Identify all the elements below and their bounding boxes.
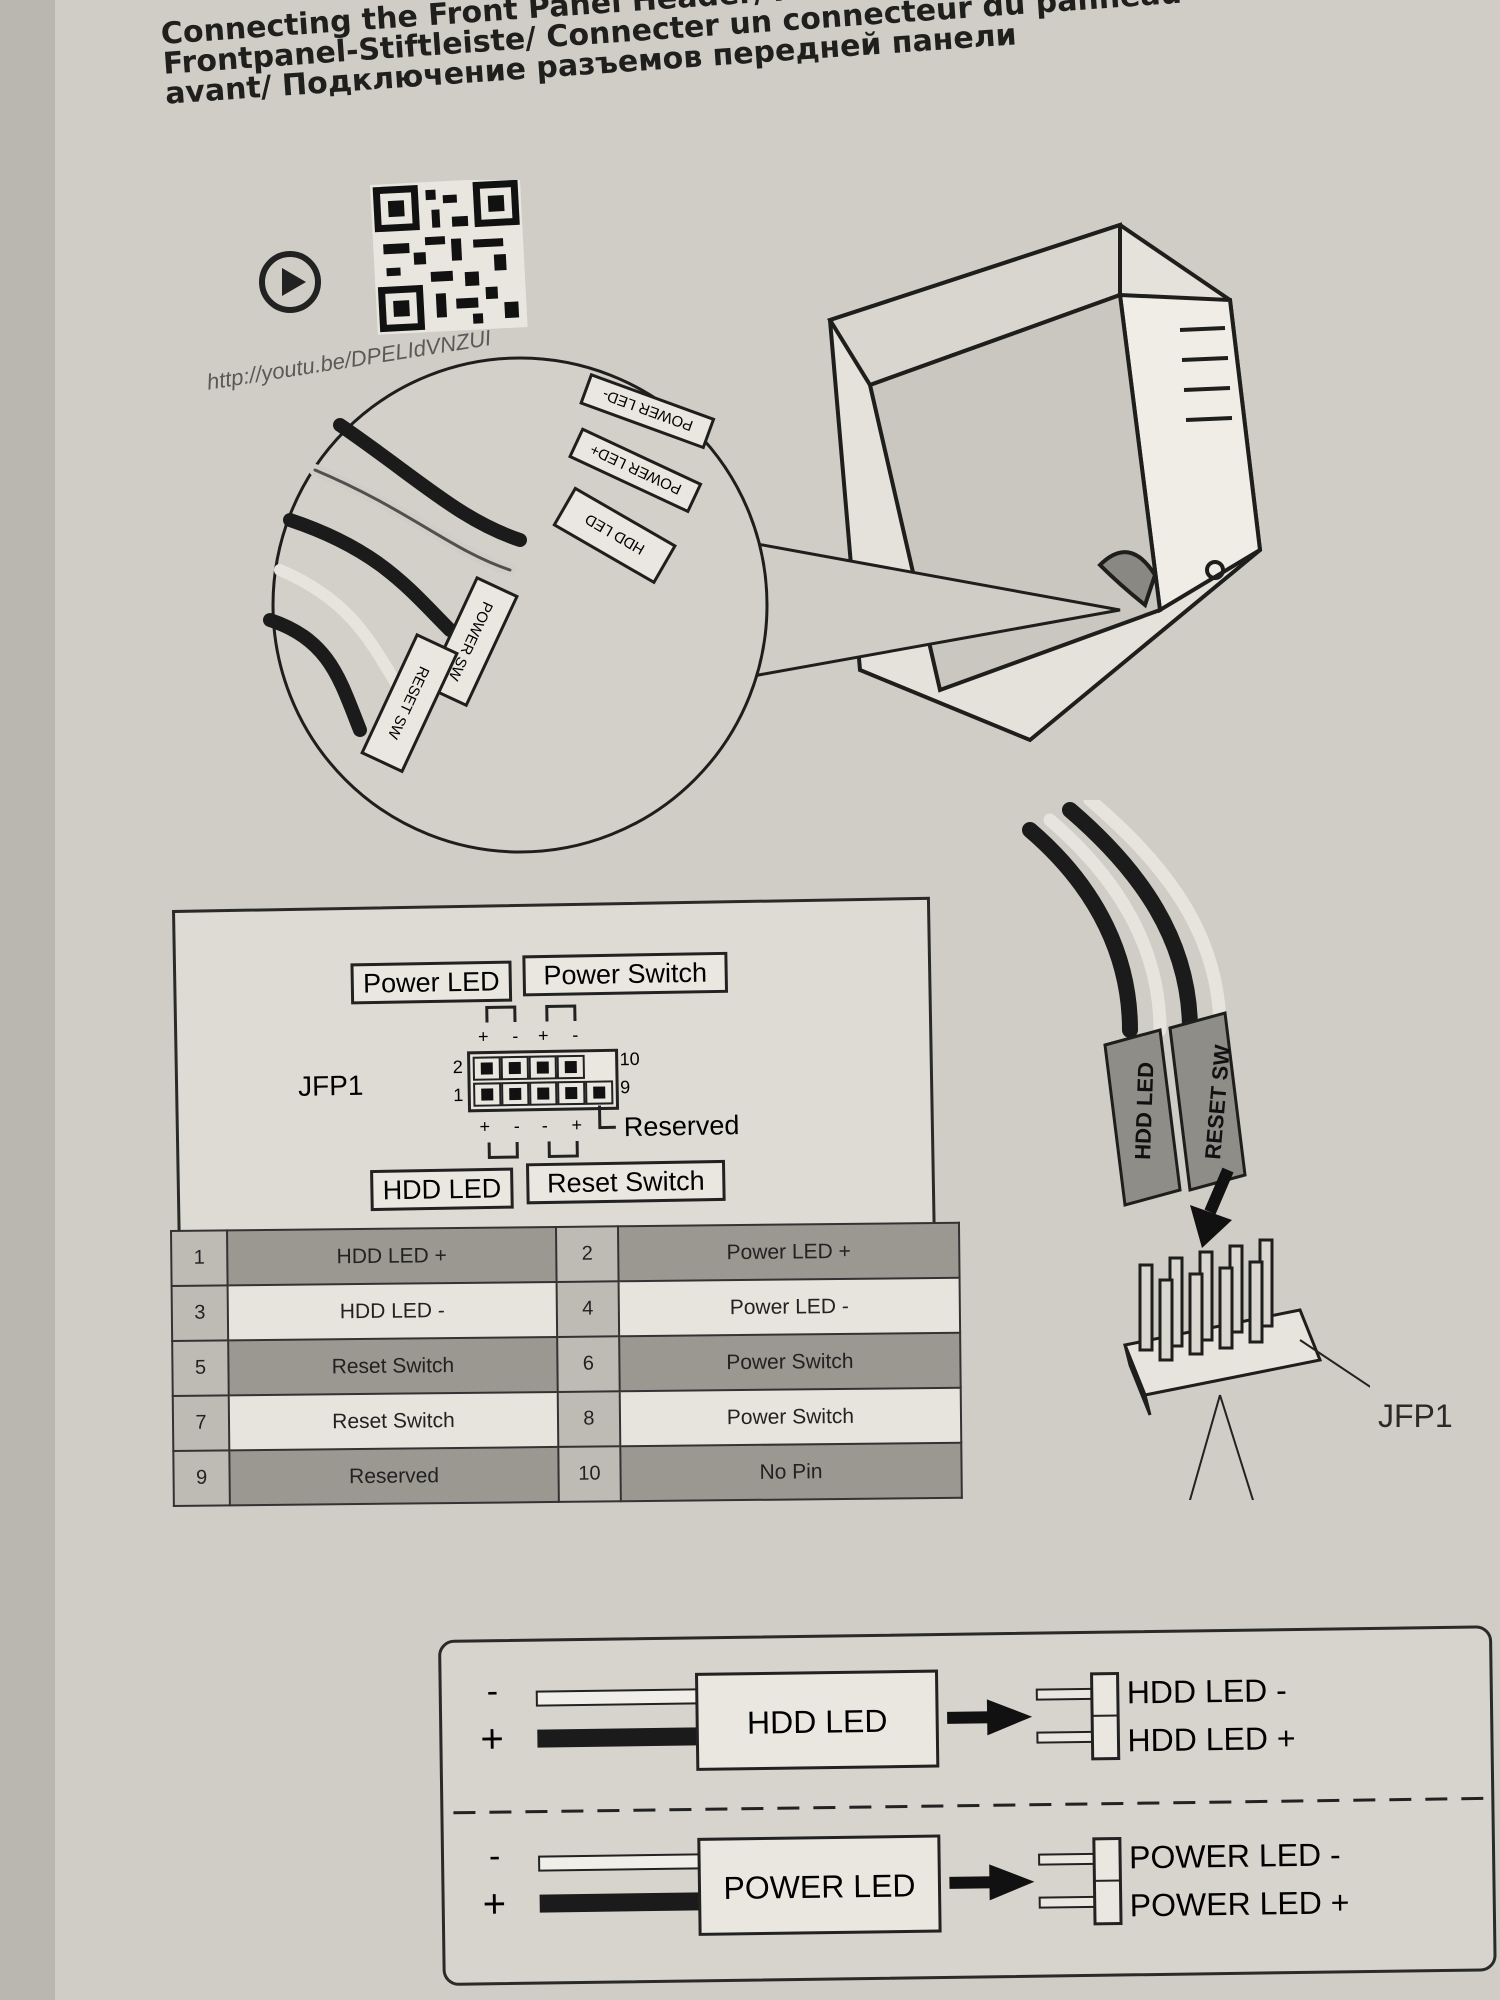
pin-label-hdd-led-plus: HDD LED + [1127,1720,1296,1758]
jfp1-diagram-label: JFP1 [298,1070,364,1102]
minus-sign: - [489,1837,501,1875]
pin-number-9: 9 [620,1077,630,1097]
label-reset-switch-box: Reset Switch [547,1166,705,1199]
pin-number-cell: 4 [556,1281,620,1337]
hdd-led-connector-box: HDD LED [747,1703,888,1741]
signal-cell: HDD LED + [227,1226,557,1286]
label-hdd-led-box: HDD LED [382,1173,501,1205]
pin-number-cell: 8 [557,1391,621,1447]
header-cable-illustration: HDD LED RESET SW [1022,800,1370,1500]
pin-number-2: 2 [453,1057,463,1077]
table-row: 3 HDD LED - 4 Power LED - [171,1277,961,1341]
power-led-wiring: - + POWER LED POWER LED - POWER LED + [482,1834,1350,1936]
pin-number-10: 10 [619,1049,639,1069]
adjacent-page-edge [0,0,55,2000]
led-polarity-diagram: - + HDD LED HDD LED - HDD LED + - + POWE… [453,1669,1484,1936]
video-link-graphic[interactable] [250,180,550,360]
pin-number-cell: 5 [172,1340,229,1396]
label-power-switch-box: Power Switch [543,958,707,991]
signal-cell: No Pin [620,1442,962,1502]
pin-number-cell: 9 [173,1450,230,1506]
table-row: 7 Reset Switch 8 Power Switch [172,1387,962,1451]
polarity-top-1: + [478,1026,489,1046]
pin-number-cell: 2 [555,1226,619,1282]
pc-case-icon [826,222,1263,743]
signal-cell: HDD LED - [227,1281,558,1341]
pin-number-cell: 10 [558,1446,621,1502]
pin-diagram-box: Power LED Power Switch + - + - JFP1 2 1 … [172,896,936,1246]
polarity-bottom-3: - [542,1115,548,1135]
play-icon[interactable] [259,251,321,313]
header-label-hdd-led: HDD LED [1130,1062,1158,1161]
pin-label-hdd-led-minus: HDD LED - [1127,1672,1288,1710]
pin-number-cell: 3 [171,1285,229,1341]
table-row: 1 HDD LED + 2 Power LED + [171,1222,960,1286]
signal-cell: Power LED - [618,1277,961,1337]
signal-cell: Power Switch [619,1387,962,1447]
hdd-led-header-connector: HDD LED [1103,1028,1182,1207]
pin-label-power-led-plus: POWER LED + [1130,1884,1350,1923]
hdd-led-wiring: - + HDD LED HDD LED - HDD LED + [480,1669,1296,1771]
signal-cell: Power Switch [619,1332,961,1392]
polarity-top-4: - [572,1025,578,1045]
polarity-top-3: + [538,1025,549,1045]
label-reserved: Reserved [624,1110,740,1142]
pin-number-1: 1 [453,1085,463,1105]
qr-code-icon [370,180,528,335]
pin-number-cell: 1 [171,1230,228,1286]
polarity-top-2: - [512,1026,518,1046]
case-illustration: POWER LED- POWER LED+ HDD LED POWER SW R… [263,222,1263,854]
table-row: 9 Reserved 10 No Pin [173,1442,962,1506]
pin-label-power-led-minus: POWER LED - [1129,1836,1341,1875]
reset-sw-header-connector: RESET SW [1168,1011,1247,1192]
polarity-bottom-1: + [479,1116,490,1136]
signal-cell: Power LED + [617,1222,960,1282]
pin-assignment-table: 1 HDD LED + 2 Power LED + 3 HDD LED - 4 … [170,1222,963,1507]
divider [453,1796,1484,1815]
signal-cell: Reset Switch [228,1336,558,1396]
pin-number-cell: 6 [557,1336,620,1392]
power-led-connector-box: POWER LED [723,1867,916,1906]
plus-sign: + [482,1882,506,1926]
label-power-led-box: Power LED [363,966,500,998]
minus-sign: - [486,1672,498,1710]
led-wiring-box: - + HDD LED HDD LED - HDD LED + - + POWE… [438,1625,1497,1986]
pin-header-grid [467,1048,620,1113]
insert-arrow-icon [1190,1167,1234,1248]
jfp1-pin-diagram: Power LED Power Switch + - + - JFP1 2 1 … [298,951,740,1212]
hdd-led-connector: HDD LED [552,486,677,585]
signal-cell: Reset Switch [228,1391,559,1451]
jfp1-header-pins [1122,1238,1370,1416]
plus-sign: + [480,1717,504,1761]
signal-cell: Reserved [229,1446,559,1506]
pin-number-cell: 7 [172,1395,230,1451]
polarity-bottom-2: - [514,1116,520,1136]
jfp1-pointer-label: JFP1 [1378,1398,1453,1434]
table-row: 5 Reset Switch 6 Power Switch [172,1332,961,1396]
polarity-bottom-4: + [571,1115,582,1135]
